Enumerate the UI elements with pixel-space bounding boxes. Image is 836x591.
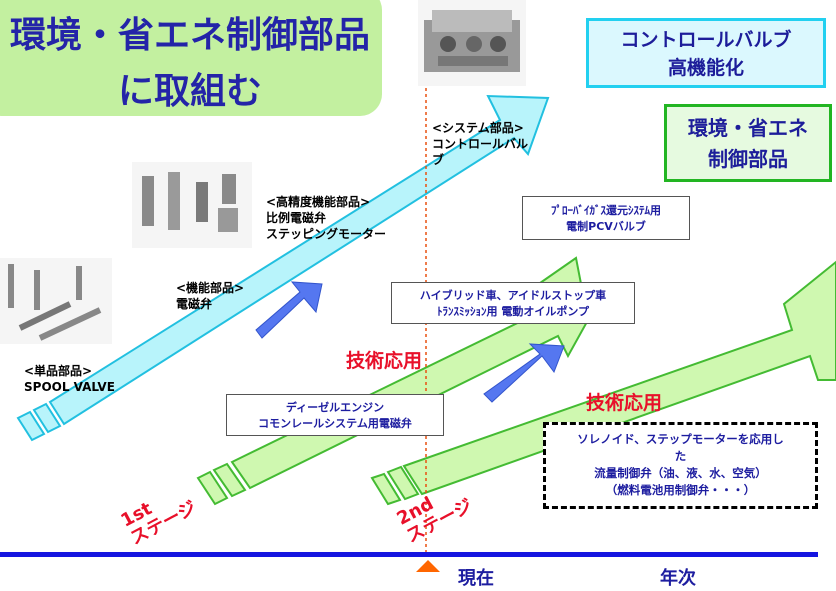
propane-application-box: ﾌﾟﾛｰﾊﾞｲｶﾞｽ還元ｼｽﾃﾑ用 電制PCVバルブ xyxy=(522,196,690,240)
control-valve-box: コントロールバルブ 高機能化 xyxy=(586,18,826,88)
timeline-axis xyxy=(0,552,818,557)
hybrid-application-box: ハイブリッド車、アイドルストップ車 ﾄﾗﾝｽﾐｯｼｮﾝ用 電動オイルポンプ xyxy=(391,282,635,324)
current-marker-icon xyxy=(416,560,440,572)
title-line-2: に取組む xyxy=(117,71,262,112)
control-valve-line-2: 高機能化 xyxy=(667,57,744,79)
control-valve-photo xyxy=(418,0,526,86)
high-precision-label: <高精度機能部品> 比例電磁弁 ステッピングモーター xyxy=(266,195,387,241)
year-label: 年次 xyxy=(660,568,696,589)
tech-application-2: 技術応用 xyxy=(586,392,663,414)
env-saving-box: 環境・省エネ 制御部品 xyxy=(664,104,832,182)
functional-parts-label: <機能部品> 電磁弁 xyxy=(176,281,245,311)
env-saving-line-2: 制御部品 xyxy=(708,147,788,171)
now-label: 現在 xyxy=(458,568,494,589)
tech-application-1: 技術応用 xyxy=(346,350,423,372)
spool-valve-photo xyxy=(0,258,112,344)
env-saving-line-1: 環境・省エネ xyxy=(688,116,808,140)
diesel-application-box: ディーゼルエンジン コモンレールシステム用電磁弁 xyxy=(226,394,444,436)
control-valve-line-1: コントロールバルブ xyxy=(620,29,792,51)
title-line-1: 環境・省エネ制御部品 xyxy=(9,15,370,56)
system-parts-label: <システム部品> コントロールバル ブ xyxy=(432,121,529,167)
page-title: 環境・省エネ制御部品 に取組む xyxy=(0,8,380,120)
single-parts-label: <単品部品> SPOOL VALVE xyxy=(24,364,115,394)
solenoid-application-box: ソレノイド、ステップモーターを応用し た 流量制御弁（油、液、水、空気） （燃料… xyxy=(543,422,818,509)
blue-arrow-2 xyxy=(483,343,565,403)
blue-arrow-1 xyxy=(255,281,323,339)
title-box xyxy=(0,0,382,116)
cyan-arrow-upper xyxy=(16,94,550,442)
solenoid-photo xyxy=(132,162,252,248)
